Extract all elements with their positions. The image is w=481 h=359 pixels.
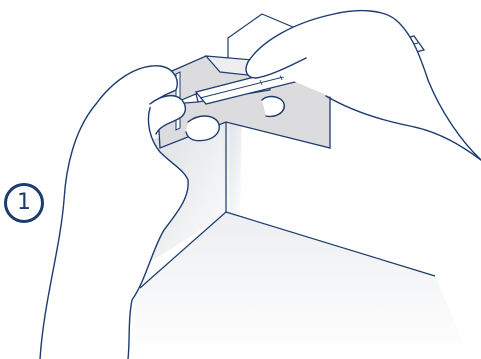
step-number: 1: [17, 192, 31, 214]
step-number-badge: 1: [4, 183, 44, 223]
left-finger: [186, 116, 219, 141]
